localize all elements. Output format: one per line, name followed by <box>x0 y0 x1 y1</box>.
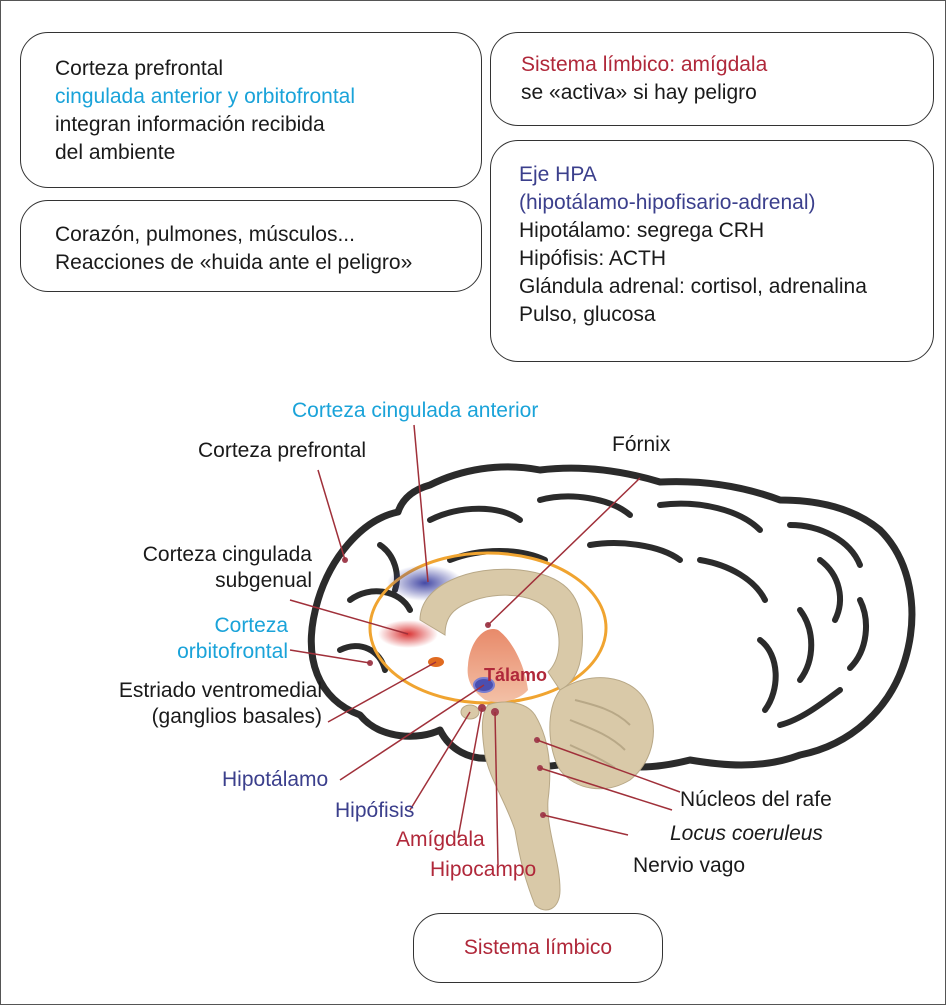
label-orbitofrontal-line-2: orbitofrontal <box>177 640 288 663</box>
label-amigdala: Amígdala <box>396 827 485 853</box>
label-corteza-prefrontal: Corteza prefrontal <box>198 438 366 464</box>
label-subgenual-line-1: Corteza cingulada <box>143 543 312 566</box>
label-estriado-line-1: Estriado ventromedial <box>119 679 322 702</box>
label-locus-coeruleus: Locus coeruleus <box>670 821 823 847</box>
sistema-limbico-box: Sistema límbico <box>413 913 663 983</box>
label-cingulada-subgenual: Corteza cingulada subgenual <box>90 542 312 594</box>
label-fornix: Fórnix <box>612 432 670 458</box>
label-nervio-vago: Nervio vago <box>633 853 745 879</box>
label-estriado-line-2: (ganglios basales) <box>152 705 322 728</box>
label-hipofisis: Hipófisis <box>335 798 414 824</box>
label-talamo: Tálamo <box>484 662 547 688</box>
label-orbitofrontal: Corteza orbitofrontal <box>90 613 288 665</box>
label-orbitofrontal-line-1: Corteza <box>214 614 288 637</box>
label-subgenual-line-2: subgenual <box>215 569 312 592</box>
label-hipotalamo: Hipotálamo <box>222 767 328 793</box>
label-hipocampo: Hipocampo <box>430 857 536 883</box>
label-estriado: Estriado ventromedial (ganglios basales) <box>60 678 322 730</box>
label-nucleos-rafe: Núcleos del rafe <box>680 787 832 813</box>
sistema-limbico-label: Sistema límbico <box>464 936 612 959</box>
label-cingulada-anterior: Corteza cingulada anterior <box>292 398 538 424</box>
